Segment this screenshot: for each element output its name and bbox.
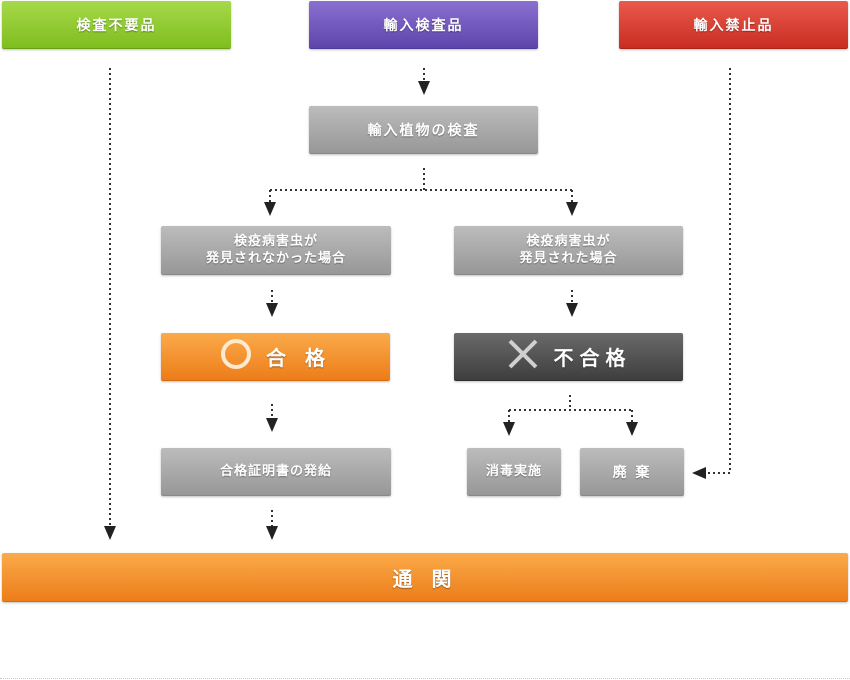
inspection-box: 輸入植物の検査	[309, 106, 538, 154]
import-inspection-box: 輸入検査品	[309, 1, 538, 49]
pests-not-found-box: 検疫病害虫が 発見されなかった場合	[161, 226, 391, 275]
disinfection-label: 消毒実施	[485, 464, 542, 479]
inspection-label: 輸入植物の検査	[367, 122, 480, 139]
pests-not-found-line1: 検疫病害虫が	[233, 234, 318, 249]
certificate-label: 合格証明書の発給	[219, 464, 332, 479]
no-inspection-label: 検査不要品	[76, 17, 157, 34]
no-inspection-box: 検査不要品	[2, 1, 231, 49]
fail-label: 不合格	[553, 346, 632, 370]
certificate-box: 合格証明書の発給	[161, 448, 391, 496]
pests-found-line1: 検疫病害虫が	[526, 234, 611, 249]
disinfection-box: 消毒実施	[467, 448, 561, 496]
fail-box: 不合格	[454, 333, 683, 381]
pests-not-found-line2: 発見されなかった場合	[205, 251, 346, 266]
import-prohibited-label: 輸入禁止品	[693, 17, 774, 34]
disposal-box: 廃 棄	[580, 448, 684, 496]
import-inspection-label: 輸入検査品	[383, 17, 464, 34]
clearance-box: 通 関	[2, 553, 848, 602]
import-prohibited-box: 輸入禁止品	[619, 1, 848, 49]
clearance-label: 通 関	[392, 566, 458, 591]
pass-label: 合 格	[266, 346, 331, 370]
pests-found-box: 検疫病害虫が 発見された場合	[454, 226, 683, 275]
pests-found-line2: 発見された場合	[519, 251, 618, 266]
circle-icon	[220, 338, 252, 375]
bottom-divider	[0, 678, 850, 679]
pass-box: 合 格	[161, 333, 390, 381]
disposal-label: 廃 棄	[612, 464, 652, 481]
cross-icon	[506, 337, 540, 376]
